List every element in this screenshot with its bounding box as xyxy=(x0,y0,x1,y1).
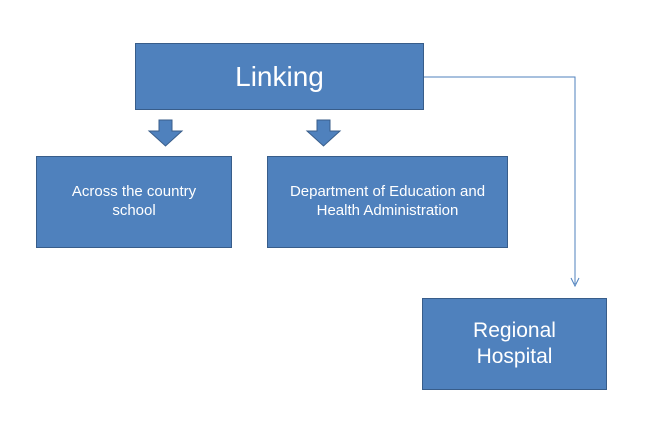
node-linking-label: Linking xyxy=(235,61,324,92)
node-school-label: Across the country school xyxy=(71,183,197,219)
elbow-connector-to-hospital xyxy=(424,76,576,284)
node-across-country-school: Across the country school xyxy=(36,156,232,248)
node-hospital-label: Regional Hospital xyxy=(473,318,556,368)
node-regional-hospital: Regional Hospital xyxy=(422,298,607,390)
connector-arrowhead-hospital xyxy=(570,277,580,288)
block-arrow-to-school xyxy=(147,119,184,147)
node-linking: Linking xyxy=(135,43,424,110)
block-arrow-to-department xyxy=(305,119,342,147)
node-department-label: Department of Education and Health Admin… xyxy=(289,183,486,219)
node-department-education-health: Department of Education and Health Admin… xyxy=(267,156,508,248)
